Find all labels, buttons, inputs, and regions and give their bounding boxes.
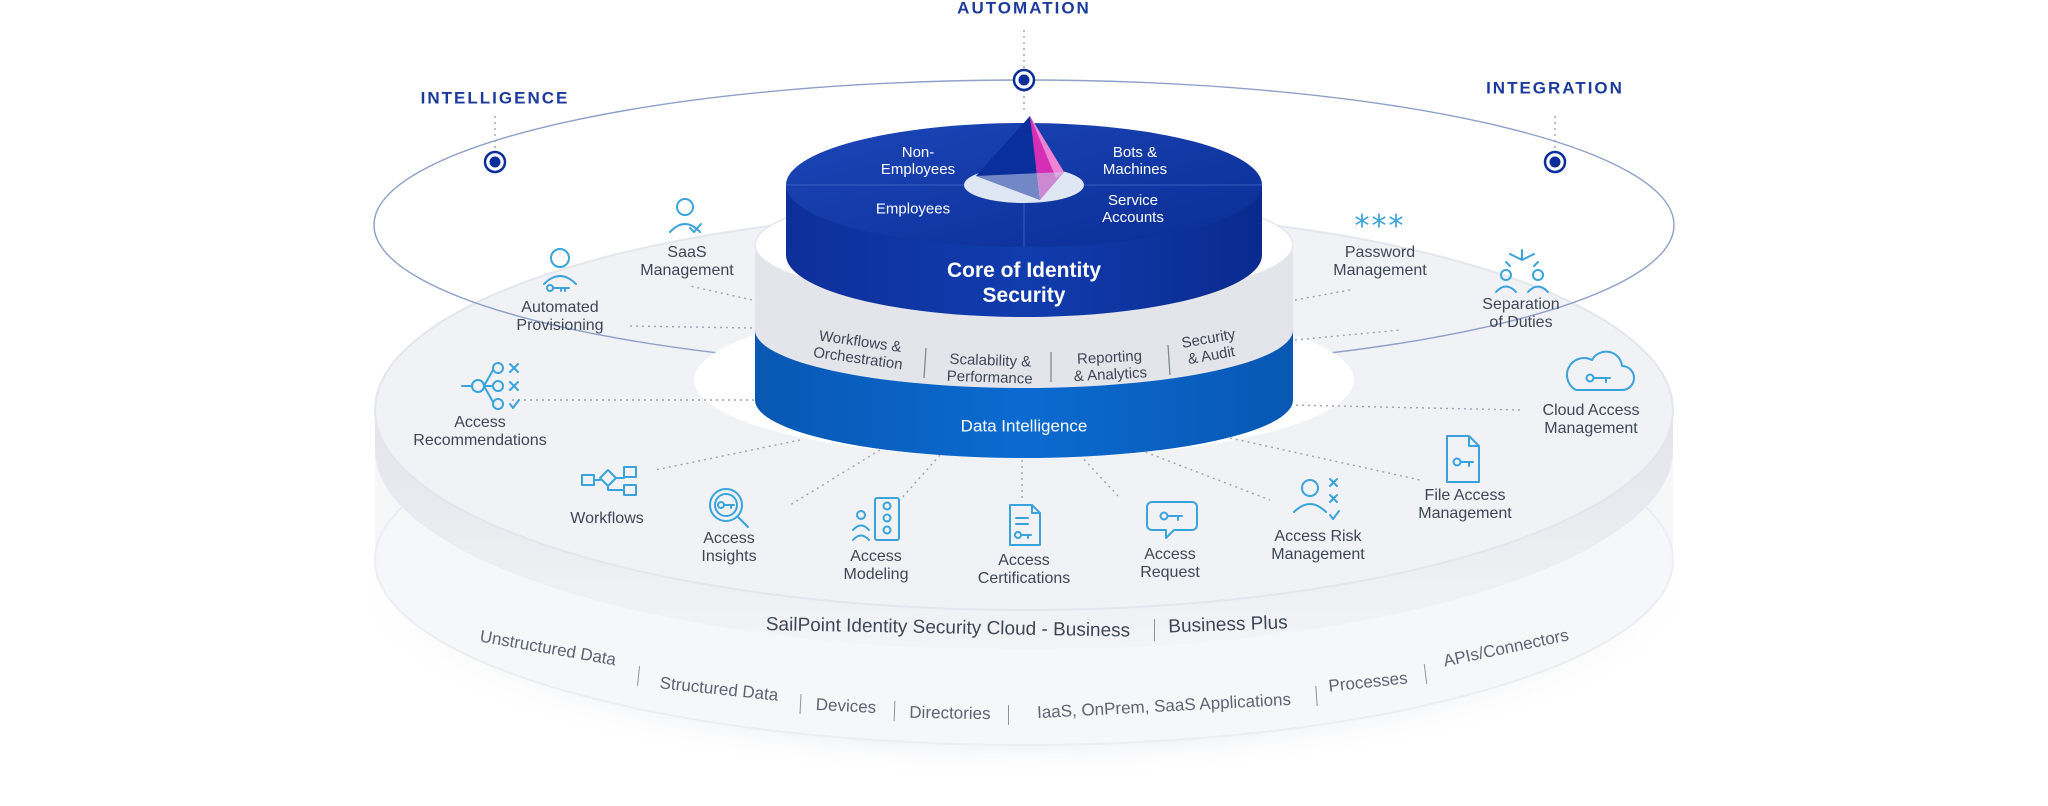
source-separator — [1008, 705, 1009, 725]
workflow-icon — [581, 466, 637, 496]
data-intelligence-label: Data Intelligence — [960, 416, 1088, 436]
pillar-automation: AUTOMATION — [957, 0, 1091, 18]
core-service-accounts: Service Accounts — [1102, 192, 1164, 226]
feature-access-insights: Access Insights — [701, 530, 757, 565]
person-key-icon — [543, 248, 577, 292]
core-employees: Employees — [875, 200, 951, 218]
pillar-intelligence: INTELLIGENCE — [420, 88, 570, 108]
ring-reporting-analytics: Reporting & Analytics — [1073, 347, 1148, 385]
feature-access-risk-management: Access Risk Management — [1271, 528, 1365, 563]
certificate-document-icon — [1009, 504, 1041, 546]
cloud-key-icon — [1566, 350, 1635, 391]
platform-separator — [1154, 619, 1155, 641]
pillar-dots — [483, 68, 1567, 174]
asterisk-icon: *** — [1354, 209, 1406, 245]
separation-duties-icon — [1495, 249, 1549, 293]
feature-cloud-access-management: Cloud Access Management — [1542, 402, 1640, 437]
feature-separation-of-duties: Separation of Duties — [1482, 296, 1560, 331]
risk-person-icon — [1293, 478, 1340, 520]
request-bubble-icon — [1146, 501, 1198, 539]
feature-saas-management: SaaS Management — [640, 244, 734, 279]
magnifier-key-icon — [709, 488, 749, 528]
feature-access-request: Access Request — [1140, 546, 1200, 581]
feature-access-certifications: Access Certifications — [977, 552, 1071, 587]
feature-workflows: Workflows — [570, 510, 644, 528]
ring-separators — [923, 344, 1171, 382]
pillar-integration: INTEGRATION — [1486, 78, 1624, 98]
feature-access-modeling: Access Modeling — [843, 548, 909, 583]
platform-tier: Business Plus — [1167, 612, 1288, 638]
person-check-icon — [669, 198, 702, 233]
source-devices: Devices — [815, 694, 877, 718]
feature-icons — [461, 198, 1635, 546]
people-model-icon — [852, 497, 900, 541]
feature-file-access-management: File Access Management — [1418, 487, 1512, 522]
feature-automated-provisioning: Automated Provisioning — [516, 299, 604, 334]
ring-scalability-performance: Scalability & Performance — [946, 350, 1033, 388]
core-non-employees: Non- Employees — [880, 144, 956, 178]
recommendations-tree-icon — [461, 362, 520, 410]
core-title: Core of Identity Security — [946, 258, 1102, 307]
pyramid-logo — [976, 116, 1064, 200]
source-directories: Directories — [909, 702, 991, 724]
feature-access-recommendations: Access Recommendations — [413, 414, 547, 449]
core-bots-machines: Bots & Machines — [1102, 144, 1168, 178]
file-key-icon — [1446, 435, 1480, 483]
feature-password-management: Password Management — [1333, 244, 1427, 279]
